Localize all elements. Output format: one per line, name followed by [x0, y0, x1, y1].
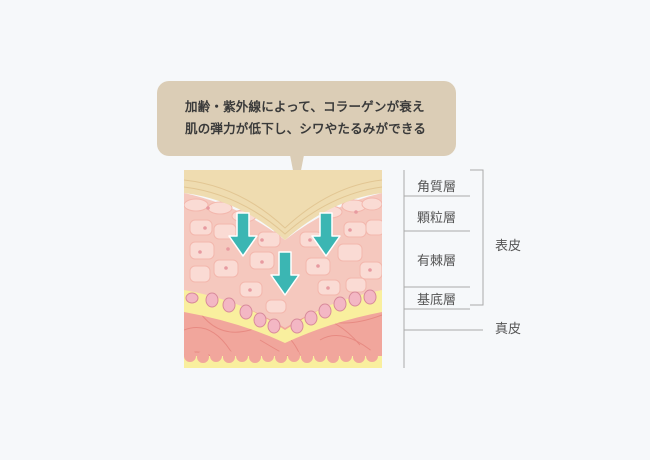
label-stratum-spinosum: 有棘層: [417, 254, 457, 269]
callout-bubble: 加齢・紫外線によって、コラーゲンが衰え 肌の弾力が低下し、シワやたるみができる: [157, 81, 456, 156]
label-stratum-basale: 基底層: [417, 293, 457, 308]
down-arrow-icon: [270, 251, 300, 296]
layer-bracket: [403, 169, 484, 368]
down-arrow-icon: [228, 212, 258, 257]
label-stratum-corneum: 角質層: [417, 180, 457, 195]
label-stratum-granulosum: 顆粒層: [417, 211, 457, 226]
stratum-corneum-layer: [184, 170, 382, 240]
label-epidermis: 表皮: [495, 239, 522, 254]
callout-line-1: 加齢・紫外線によって、コラーゲンが衰え: [185, 99, 425, 114]
down-arrow-icon: [311, 212, 341, 257]
basal-cells: [185, 289, 377, 334]
callout-line-2: 肌の弾力が低下し、シワやたるみができる: [185, 121, 427, 136]
label-dermis: 真皮: [495, 322, 522, 337]
